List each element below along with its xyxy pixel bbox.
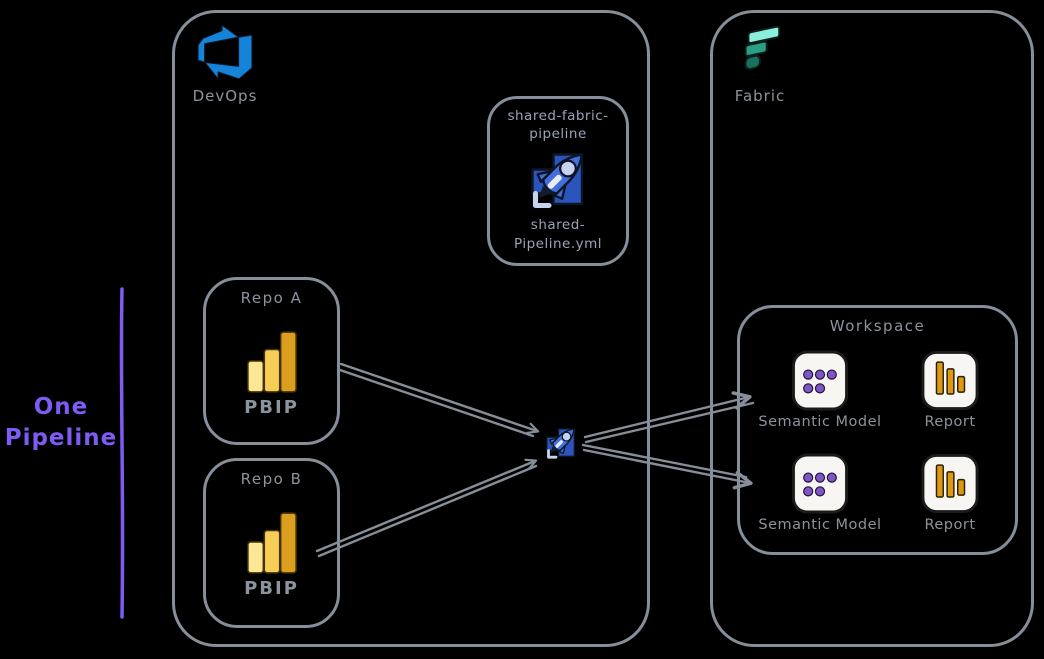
workspace-box: Workspace Semantic Model Report Semantic… <box>737 305 1018 555</box>
workspace-item-semantic-model-2: Semantic Model <box>758 453 882 533</box>
fabric-container: Fabric Workspace Semantic Model Report S… <box>710 10 1034 647</box>
workspace-label: Workspace <box>829 317 926 335</box>
annotation-line1: One <box>33 394 89 420</box>
repo-b-format-label: PBIP <box>244 578 299 599</box>
devops-container: DevOps shared-fabric- pipeline shared- P… <box>172 10 650 647</box>
report-label: Report <box>924 517 976 533</box>
pipeline-file-line1: shared- <box>530 217 586 234</box>
workspace-item-report-1: Report <box>888 350 1012 430</box>
report-label: Report <box>924 414 976 430</box>
pipeline-title-line1: shared-fabric- <box>507 108 609 124</box>
repo-a-format-label: PBIP <box>244 397 299 418</box>
shared-pipeline-box: shared-fabric- pipeline shared- Pipeline… <box>487 96 629 266</box>
pipeline-file-label: shared- Pipeline.yml <box>514 216 602 252</box>
devops-label: DevOps <box>192 87 258 105</box>
fabric-icon <box>744 25 781 70</box>
semantic-model-label: Semantic Model <box>758 517 882 533</box>
pipeline-box-title: shared-fabric- pipeline <box>507 107 608 143</box>
pipeline-title-line2: pipeline <box>529 126 587 143</box>
semantic-model-label: Semantic Model <box>758 414 882 430</box>
pbip-bars-icon <box>245 330 299 394</box>
annotation-line2: Pipeline <box>4 425 118 452</box>
workspace-item-report-2: Report <box>888 453 1012 533</box>
workspace-item-semantic-model-1: Semantic Model <box>758 350 882 430</box>
repo-a-box: Repo A PBIP <box>203 277 340 445</box>
pipeline-file-line2: Pipeline.yml <box>513 235 602 252</box>
azure-devops-icon <box>197 25 253 79</box>
semantic-model-icon <box>791 453 849 514</box>
report-icon <box>921 350 979 411</box>
repo-b-label: Repo B <box>240 470 303 488</box>
report-icon <box>921 453 979 514</box>
fabric-label: Fabric <box>734 87 786 105</box>
repo-b-box: Repo B PBIP <box>203 458 340 628</box>
semantic-model-icon <box>791 350 849 411</box>
one-pipeline-annotation: One Pipeline <box>4 392 118 454</box>
one-pipeline-bracket-line <box>119 287 125 619</box>
azure-pipelines-icon <box>519 144 597 216</box>
repo-a-label: Repo A <box>240 289 303 307</box>
pbip-bars-icon <box>245 511 299 575</box>
pipeline-rocket-icon <box>541 423 581 463</box>
